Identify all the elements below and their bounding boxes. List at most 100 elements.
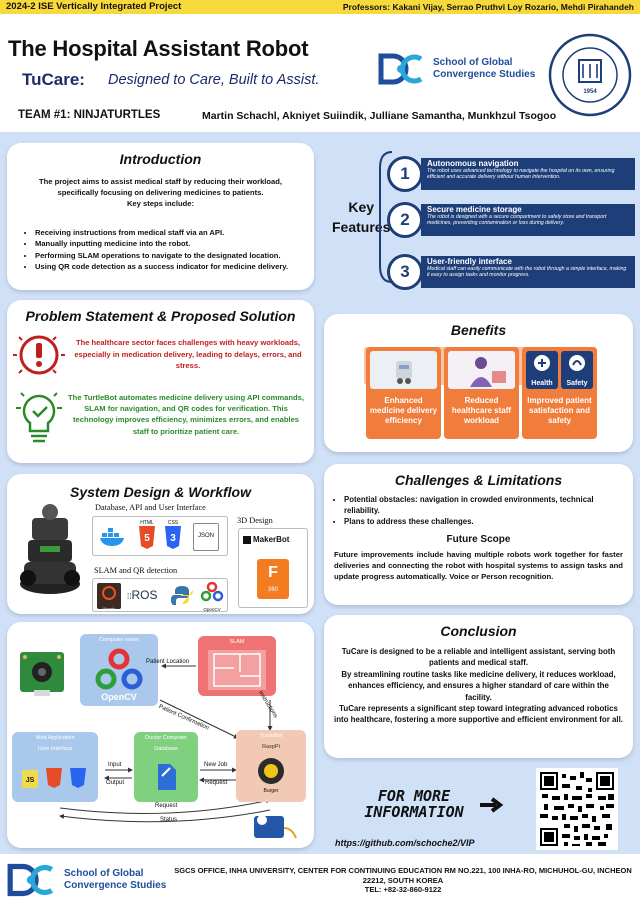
docker-icon xyxy=(100,528,124,546)
request-bottom-label: Request xyxy=(155,803,178,809)
more-info-heading: FOR MORE INFORMATION xyxy=(360,788,468,820)
servo-motor-image xyxy=(254,815,297,839)
sgcs-logo: School of Global Convergence Studies xyxy=(377,52,541,90)
top-bar: 2024-2 ISE Vertically Integrated Project… xyxy=(0,0,640,14)
html5-small-icon xyxy=(46,768,62,788)
burger-label: Burger xyxy=(263,788,279,794)
db-api-label: Database, API and User Interface xyxy=(95,503,206,512)
computer-vision-box: Computer vision OpenCV xyxy=(80,634,158,706)
design-logos: MakerBot F 360 xyxy=(238,528,308,608)
challenges-title: Challenges & Limitations xyxy=(394,472,563,488)
feature-item: Autonomous navigation The robot uses adv… xyxy=(387,156,635,192)
features-title-line2: Features xyxy=(332,219,391,235)
js-icon: JS xyxy=(22,770,38,788)
footer-sgcs-mark-icon xyxy=(7,863,54,897)
intro-key-steps: Key steps include: xyxy=(126,199,195,208)
opencv-logo: OpenCV xyxy=(199,581,225,612)
status-label: Status xyxy=(160,817,178,823)
raspi-label: RaspPi xyxy=(262,744,280,750)
benefit-item: Health Safety Improved patient satisfact… xyxy=(522,347,597,439)
svg-text:5: 5 xyxy=(144,533,150,544)
doctor-computer-box: Doctor Computer Database xyxy=(134,732,198,802)
sgcs-line2: Convergence Studies xyxy=(433,69,536,80)
challenges-list: Potential obstacles: navigation in crowd… xyxy=(344,494,623,527)
introduction-card: Introduction The project aims to assist … xyxy=(7,143,314,290)
css3-small-icon xyxy=(70,768,86,788)
inha-seal: 1954 xyxy=(548,33,632,117)
more-line2: INFORMATION xyxy=(364,803,464,821)
doctor-computer-label: Doctor Computer xyxy=(145,735,187,741)
turtlebot-box: TurtleBot RaspPi Burger xyxy=(236,730,306,802)
footer xyxy=(0,854,640,906)
svg-text:3: 3 xyxy=(170,533,176,544)
opencv-big-icon xyxy=(95,648,143,690)
feature-number: 1 xyxy=(387,156,423,192)
arrow-right-icon xyxy=(480,797,504,813)
conclusion-card: Conclusion TuCare is designed to be a re… xyxy=(324,615,633,758)
health-tag: Health xyxy=(526,351,558,389)
web-app-label: Web Application xyxy=(35,735,75,741)
raspberry-camera-image xyxy=(20,652,64,696)
benefit-label: Enhanced medicine delivery efficiency xyxy=(369,396,438,425)
feature-item: Secure medicine storage The robot is des… xyxy=(387,202,635,238)
health-icon xyxy=(534,355,550,371)
future-scope-title: Future Scope xyxy=(446,534,511,545)
intro-steps-list: Receiving instructions from medical staf… xyxy=(35,227,308,273)
feature-desc: Medical staff can easily communicate wit… xyxy=(427,266,627,279)
python-icon xyxy=(171,586,193,605)
team-name: TEAM #1: NINJATURTLES xyxy=(18,109,161,121)
database-label: Database xyxy=(154,746,178,752)
sgcs-line1: School of Global xyxy=(433,57,513,68)
slam-logos: Ubuntu ⁞⁞ROS OpenCV xyxy=(92,578,228,612)
ros-logo: ⁞⁞ROS xyxy=(127,588,157,602)
future-scope-text: Future improvements include having multi… xyxy=(334,550,623,582)
request-right-label: Request xyxy=(205,780,228,786)
slam-label: SLAM and QR detection xyxy=(94,566,178,575)
robot-image xyxy=(370,351,437,389)
list-item: Using QR code detection as a success ind… xyxy=(35,261,308,272)
turtlebot-label: TurtleBot xyxy=(259,733,283,739)
css3-logo: CSS 3 xyxy=(163,520,183,550)
feature-item: User-friendly interface Medical staff ca… xyxy=(387,254,635,290)
design-label: 3D Design xyxy=(237,516,273,525)
benefits-title: Benefits xyxy=(450,322,507,338)
slam-box-label: SLAM xyxy=(229,639,245,645)
output-label: Output xyxy=(106,780,125,786)
feature-title: User-friendly interface xyxy=(427,257,512,266)
opencv-label: OpenCV xyxy=(203,607,221,612)
introduction-text: The project aims to assist medical staff… xyxy=(21,176,300,209)
makerbot-icon xyxy=(243,535,251,544)
feature-title: Secure medicine storage xyxy=(427,205,522,214)
ubuntu-label: Ubuntu xyxy=(102,606,116,611)
svg-text:1954: 1954 xyxy=(583,89,597,95)
html5-icon: 5 xyxy=(139,526,155,549)
feature-title: Autonomous navigation xyxy=(427,159,519,168)
opencv-icon xyxy=(200,581,224,602)
challenges-card: Challenges & Limitations Potential obsta… xyxy=(324,464,633,605)
opencv-text: OpenCV xyxy=(101,692,137,702)
ubuntu-icon xyxy=(102,586,116,600)
html-label: HTML xyxy=(140,520,154,526)
db-api-logos: HTML 5 CSS 3 JSON xyxy=(92,516,228,556)
features-title: Key Features xyxy=(332,197,390,237)
sgcs-mark-icon xyxy=(378,53,423,85)
footer-sgcs-line1: School of Global xyxy=(64,868,144,879)
github-link[interactable]: https://github.com/schoche2/VIP xyxy=(335,838,475,848)
css3-icon: 3 xyxy=(165,526,181,549)
workflow-arrows xyxy=(59,663,273,823)
feature-desc: The robot uses advanced technology to na… xyxy=(427,168,615,181)
turtlebot-burger-icon xyxy=(258,758,284,784)
css-label: CSS xyxy=(167,520,179,526)
problem-text: The healthcare sector faces challenges w… xyxy=(74,338,302,370)
safety-icon xyxy=(569,355,585,371)
fusion360-logo: F 360 xyxy=(257,559,289,599)
list-item: Plans to address these challenges. xyxy=(344,516,623,527)
conclusion-title: Conclusion xyxy=(440,623,517,639)
qr-code[interactable] xyxy=(536,768,618,850)
feature-bar: User-friendly interface Medical staff ca… xyxy=(421,256,635,288)
fusion-label: 360 xyxy=(267,587,278,593)
feature-bar: Secure medicine storage The robot is des… xyxy=(421,204,635,236)
benefit-item: Enhanced medicine delivery efficiency xyxy=(366,347,441,439)
list-item: Receiving instructions from medical staf… xyxy=(35,227,308,238)
ros-dots-icon: ⁞⁞ xyxy=(127,592,132,601)
